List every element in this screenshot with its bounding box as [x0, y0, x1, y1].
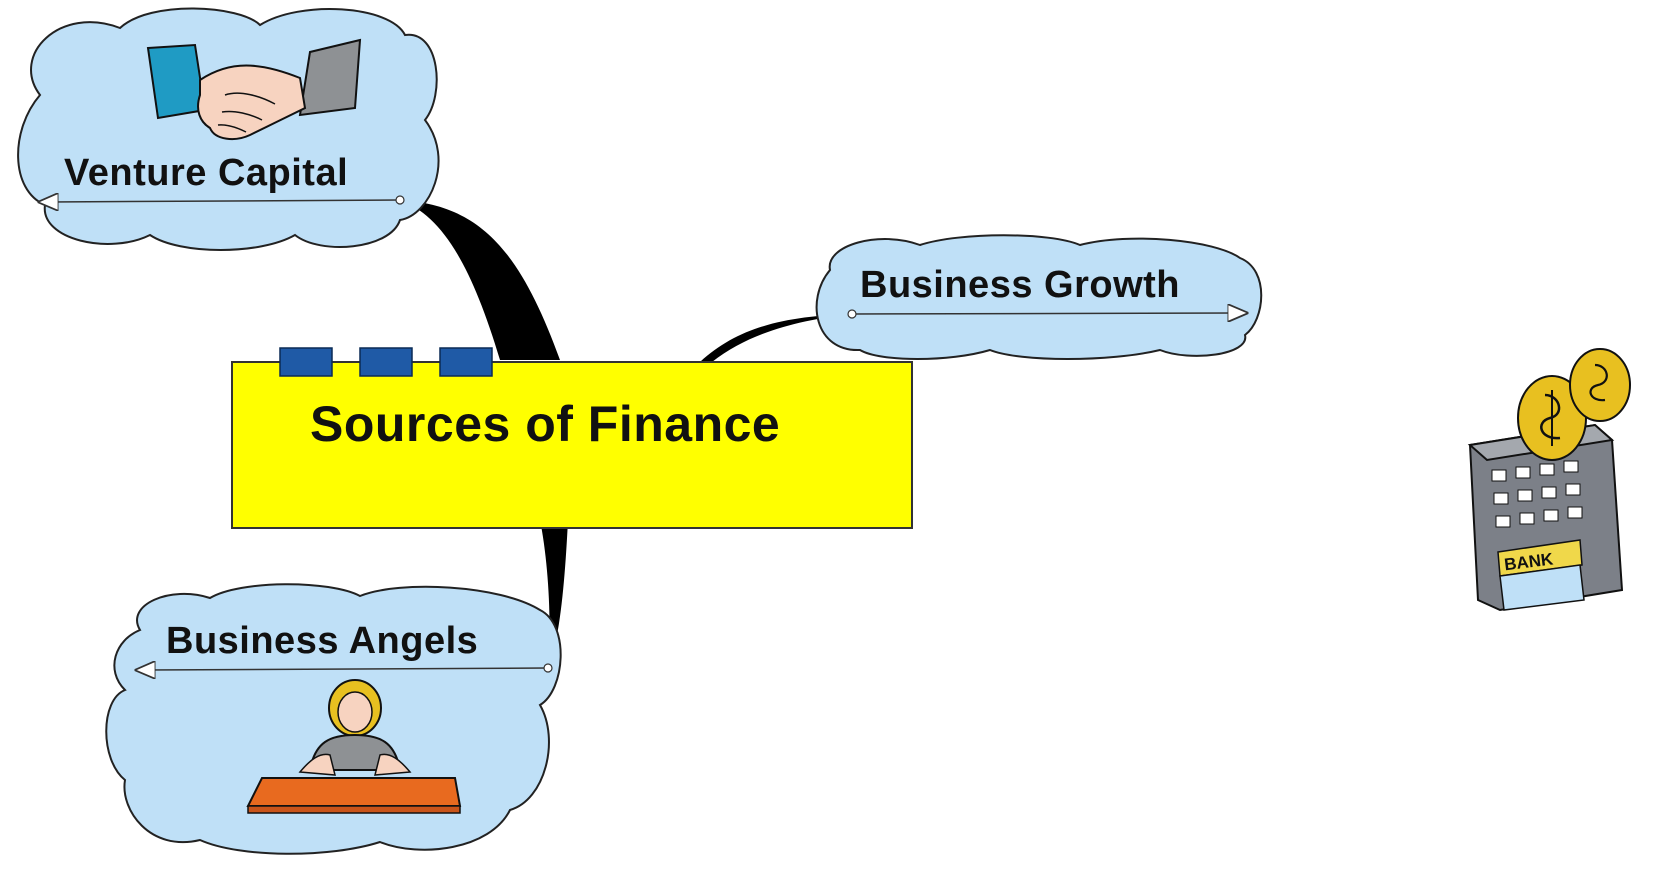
bank-with-coins-icon: BANK — [1467, 348, 1631, 612]
cloud-business-angels[interactable] — [105, 583, 562, 855]
cloud-business-growth[interactable] — [815, 234, 1263, 360]
branch-label-business-angels: Business Angels — [166, 620, 479, 662]
businesswoman-at-desk-icon — [246, 679, 462, 814]
connector-business-growth — [700, 314, 852, 362]
connector-business-angels — [540, 520, 568, 668]
central-topic-box[interactable] — [231, 347, 913, 529]
cloud-venture-capital[interactable] — [17, 7, 440, 251]
central-tab-1 — [279, 347, 333, 377]
handshake-icon — [146, 38, 362, 141]
central-topic-label: Sources of Finance — [310, 396, 781, 452]
central-tab-3 — [439, 347, 493, 377]
branch-label-venture-capital: Venture Capital — [64, 152, 349, 194]
connector-venture-capital — [400, 200, 560, 360]
central-tab-2 — [359, 347, 413, 377]
branch-label-business-growth: Business Growth — [860, 264, 1180, 306]
